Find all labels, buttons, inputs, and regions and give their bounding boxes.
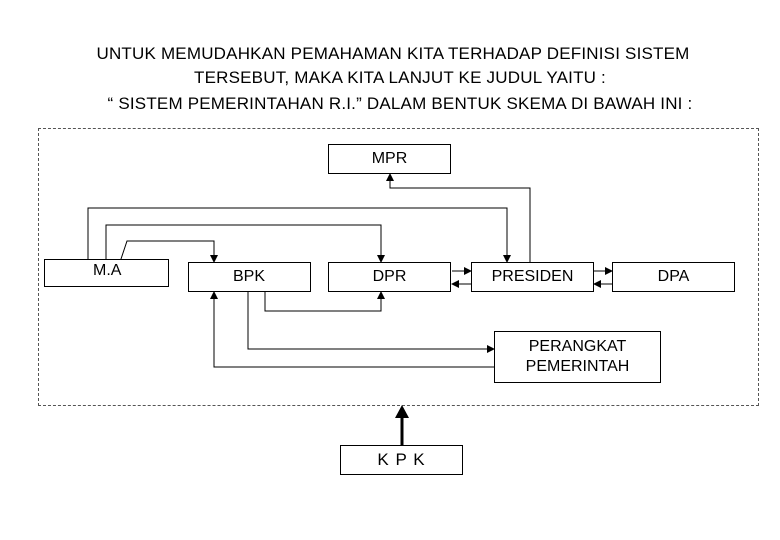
edge-ma-presiden — [87, 207, 511, 263]
node-presiden: PRESIDEN — [471, 262, 594, 292]
edge-bpk-perangkat — [247, 291, 495, 353]
heading-line-2: TERSEBUT, MAKA KITA LANJUT KE JUDUL YAIT… — [194, 68, 606, 87]
edge-ma-bpk — [119, 240, 218, 263]
edge-presiden-mpr — [386, 173, 531, 262]
kpk-arrowhead — [395, 405, 409, 418]
node-ma: M.A — [44, 259, 169, 287]
node-bpk: BPK — [188, 262, 311, 292]
node-mpr: MPR — [328, 144, 451, 174]
heading-line-1: UNTUK MEMUDAHKAN PEMAHAMAN KITA TERHADAP… — [96, 44, 690, 63]
node-perangkat-pemerintah: PERANGKAT PEMERINTAH — [494, 331, 661, 383]
perangkat-label-1: PERANGKAT — [528, 338, 627, 355]
node-dpa: DPA — [612, 262, 735, 292]
edge-ma-dpr — [105, 224, 385, 263]
perangkat-label-2: PEMERINTAH — [525, 358, 630, 375]
node-kpk: K P K — [340, 445, 463, 475]
edge-perangkat-bpk — [210, 291, 494, 368]
system-frame — [38, 128, 759, 406]
node-dpr: DPR — [328, 262, 451, 292]
heading-line-3: “ SISTEM PEMERINTAHAN R.I.” DALAM BENTUK… — [107, 94, 693, 113]
edge-bpk-dpr — [264, 291, 385, 312]
